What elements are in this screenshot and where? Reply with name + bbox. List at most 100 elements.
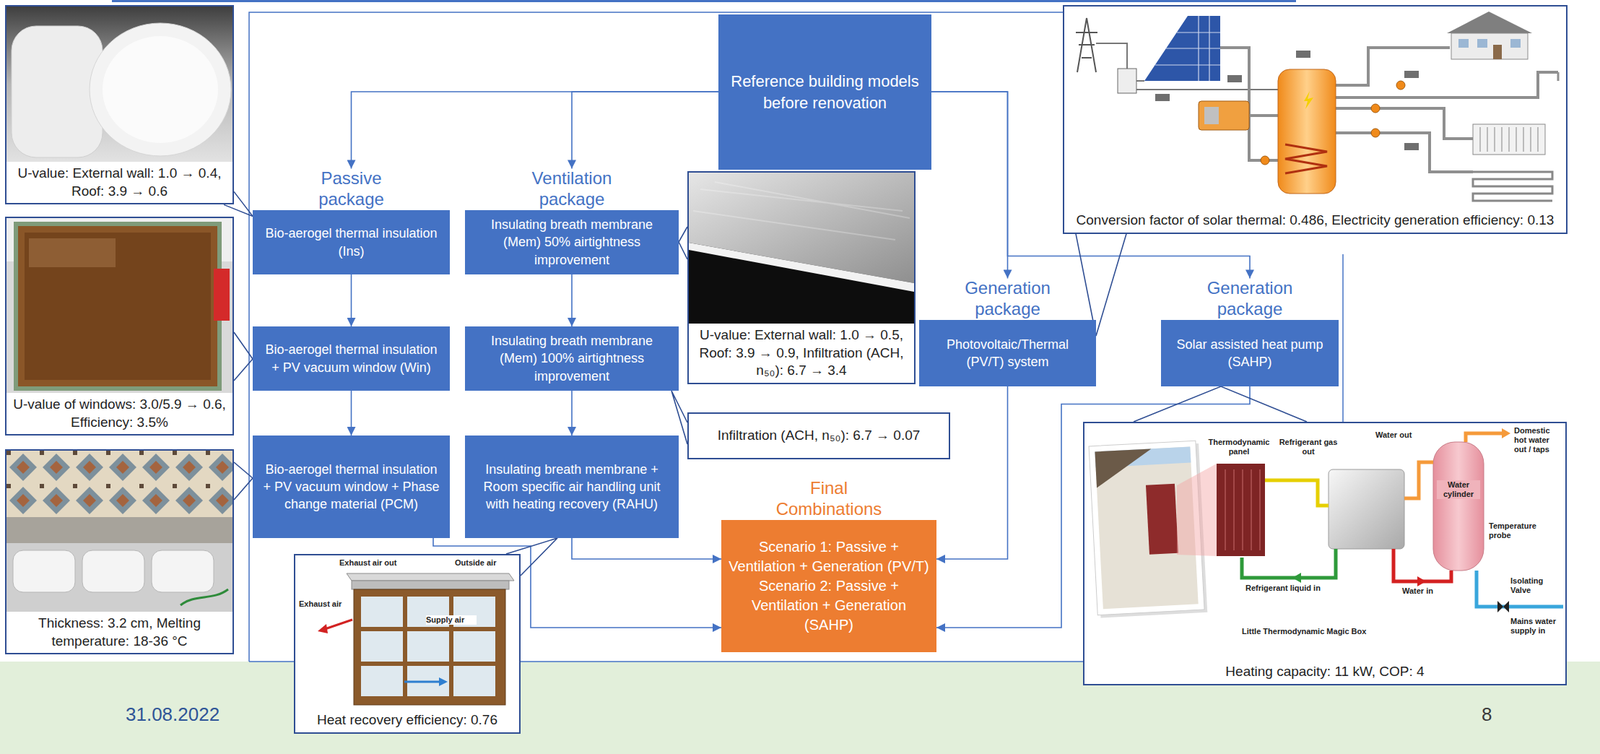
process-box: Insulating breath membrane + Room specif… bbox=[464, 435, 679, 538]
solar-system-schematic bbox=[1136, 80, 1145, 82]
node-text: Reference building models before renovat… bbox=[725, 70, 925, 114]
solar-system-schematic bbox=[1404, 142, 1419, 151]
picture-area bbox=[295, 555, 520, 709]
solar-heat-pump-illustration bbox=[1094, 448, 1154, 488]
air-handling-window-illustration bbox=[453, 665, 496, 697]
solar-system-schematic bbox=[1446, 11, 1533, 34]
solar-heat-pump-illustration bbox=[1145, 483, 1179, 555]
frame-outline bbox=[249, 660, 294, 663]
connector-arrow bbox=[571, 91, 719, 169]
solar-heat-pump-illustration bbox=[1476, 570, 1564, 607]
air-handling-window-illustration bbox=[361, 631, 403, 662]
solar-system-schematic bbox=[1396, 80, 1406, 90]
connector-arrow bbox=[571, 274, 573, 327]
solar-system-schematic bbox=[1335, 132, 1473, 172]
header-rule bbox=[111, 0, 1297, 3]
box-fill: Scenario 1: Passive + Ventilation + Gene… bbox=[721, 519, 937, 652]
part-label: Exhaust air bbox=[298, 599, 351, 609]
solar-system-schematic bbox=[1227, 75, 1242, 83]
solar-system-schematic bbox=[1155, 93, 1170, 102]
aerogel-photo bbox=[102, 36, 219, 143]
package-box: Generation packagePhotovoltaic/Thermal (… bbox=[919, 277, 1097, 387]
box-fill: Bio-aerogel thermal insulation (Ins) bbox=[252, 210, 450, 275]
solar-heat-pump-illustration bbox=[1292, 572, 1302, 583]
node-text: Insulating breath membrane + Room specif… bbox=[472, 460, 672, 514]
pv-vacuum-window-photo bbox=[28, 238, 116, 268]
air-handling-window-illustration bbox=[324, 619, 353, 629]
solar-system-schematic bbox=[1155, 50, 1419, 151]
air-handling-window-illustration bbox=[361, 665, 403, 697]
solar-heat-pump-illustration bbox=[1328, 469, 1405, 549]
phase-change-material-photo bbox=[180, 589, 229, 606]
box-fill: Insulating breath membrane (Mem) 50% air… bbox=[464, 210, 679, 275]
air-handling-window-illustration bbox=[438, 677, 448, 686]
air-handling-window-illustration bbox=[351, 580, 510, 590]
box-fill: Insulating breath membrane (Mem) 100% ai… bbox=[464, 326, 679, 391]
callout-box: U-value: External wall: 1.0 → 0.4, Roof:… bbox=[5, 5, 234, 205]
caption-text: Heat recovery efficiency: 0.76 bbox=[295, 708, 520, 733]
callout-pointer bbox=[678, 226, 688, 260]
page-number: 8 bbox=[1481, 703, 1511, 726]
solar-system-schematic bbox=[1285, 144, 1328, 174]
solar-system-schematic bbox=[1277, 69, 1336, 194]
process-box: Bio-aerogel thermal insulation + PV vacu… bbox=[252, 326, 450, 391]
solar-heat-pump-illustration bbox=[1404, 462, 1434, 499]
solar-system-schematic bbox=[1458, 38, 1469, 48]
solar-heat-pump-illustration bbox=[1465, 433, 1504, 442]
solar-system-schematic bbox=[1557, 72, 1560, 81]
process-box: Bio-aerogel thermal insulation + PV vacu… bbox=[252, 435, 450, 538]
solar-system-schematic bbox=[1472, 171, 1553, 201]
connector-arrow bbox=[350, 274, 353, 327]
solar-heat-pump-illustration bbox=[1216, 463, 1265, 556]
solar-system-schematic bbox=[1480, 127, 1538, 152]
caption-text: Conversion factor of solar thermal: 0.48… bbox=[1064, 208, 1567, 233]
air-handling-window-illustration bbox=[361, 596, 403, 627]
caption-text: Infiltration (ACH, n₅₀): 6.7 → 0.07 bbox=[688, 413, 949, 458]
solar-heat-pump-illustration bbox=[1225, 469, 1260, 551]
part-label: Mains water supply in bbox=[1510, 616, 1563, 636]
solar-system-schematic bbox=[1096, 43, 1128, 69]
picture-area bbox=[6, 218, 233, 393]
part-label: Exhaust air out bbox=[339, 558, 419, 568]
box-fill: Reference building models before renovat… bbox=[718, 14, 932, 170]
box-fill: Bio-aerogel thermal insulation + PV vacu… bbox=[252, 326, 450, 391]
callout-box: U-value of windows: 3.0/5.9 → 0.6, Effic… bbox=[5, 216, 234, 436]
part-label: Water in bbox=[1402, 586, 1446, 596]
reference-box: Reference building models before renovat… bbox=[718, 14, 932, 170]
solar-system-schematic bbox=[1303, 90, 1314, 110]
connector-group bbox=[223, 91, 1307, 628]
membrane-photo bbox=[688, 242, 915, 292]
caption-text: U-value: External wall: 1.0 → 0.5, Roof:… bbox=[688, 323, 915, 383]
solar-system-schematic bbox=[1260, 155, 1270, 165]
part-label: Thermodynamic panel bbox=[1204, 437, 1274, 457]
package-box: Generation packageSolar assisted heat pu… bbox=[1161, 277, 1339, 387]
air-handling-window-illustration bbox=[404, 680, 441, 684]
membrane-photo bbox=[688, 172, 915, 324]
callout-box: Thickness: 3.2 cm, Melting temperature: … bbox=[5, 449, 234, 655]
part-label: Refrigerant liquid in bbox=[1245, 583, 1347, 593]
membrane-photo bbox=[688, 172, 915, 324]
solar-system-schematic bbox=[1371, 103, 1380, 113]
picture-area bbox=[1084, 423, 1566, 660]
solar-system-schematic bbox=[1136, 88, 1278, 91]
footer-date: 31.08.2022 bbox=[125, 703, 285, 726]
pv-vacuum-window-photo bbox=[15, 223, 220, 389]
solar-system-schematic bbox=[1335, 72, 1559, 98]
membrane-photo bbox=[693, 181, 910, 240]
phase-change-material-photo bbox=[6, 542, 233, 612]
callout-pointer bbox=[233, 332, 253, 381]
solar-system-schematic bbox=[1117, 68, 1137, 94]
heading-text: Final Combinations bbox=[771, 477, 887, 520]
part-label: Water out bbox=[1375, 430, 1421, 440]
air-handling-window-illustration bbox=[453, 631, 496, 662]
solar-heat-pump-illustration bbox=[1501, 428, 1511, 439]
solar-system-schematic bbox=[1371, 128, 1380, 138]
node-text: Bio-aerogel thermal insulation + PV vacu… bbox=[259, 340, 443, 377]
process-box: Insulating breath membrane (Mem) 100% ai… bbox=[464, 326, 679, 391]
solar-system-schematic bbox=[1260, 80, 1406, 165]
picture-area bbox=[1064, 6, 1567, 209]
aerogel-photo bbox=[11, 25, 103, 158]
solar-heat-pump-illustration bbox=[1176, 463, 1217, 556]
callout-pointer bbox=[233, 462, 253, 500]
